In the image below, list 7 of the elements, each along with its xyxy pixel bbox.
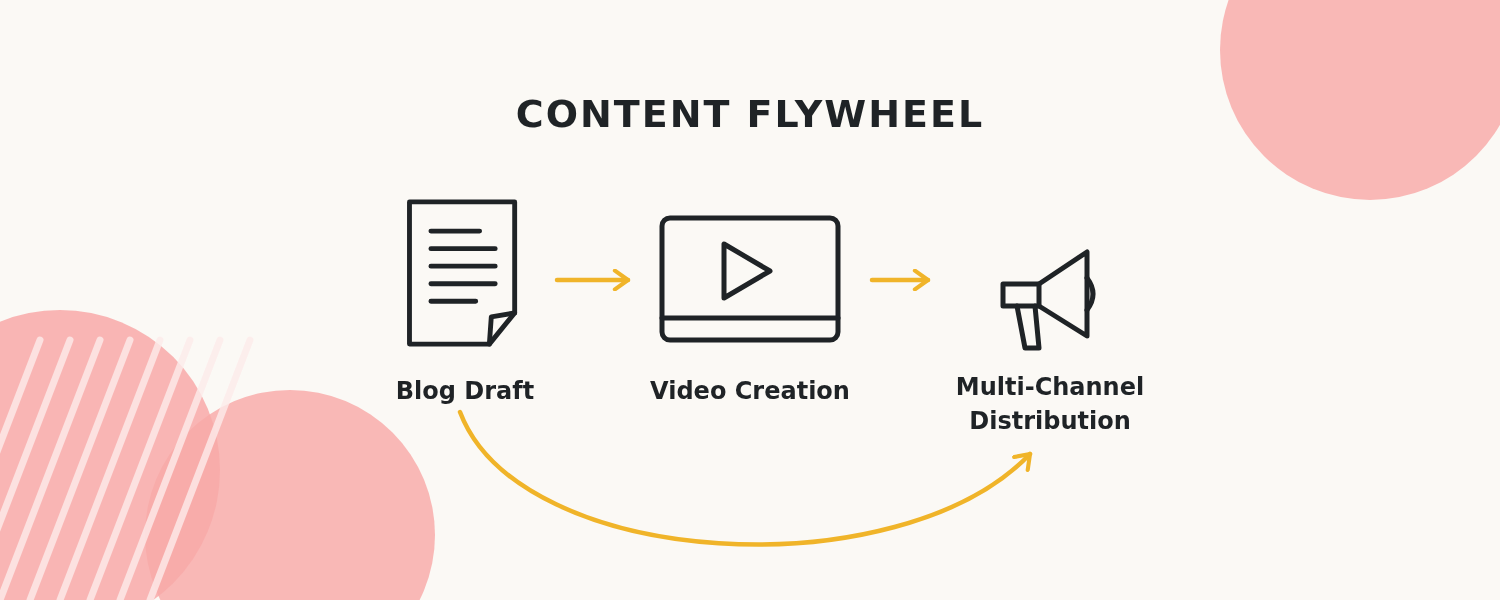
node-label: Video Creation [650,376,850,407]
node-label: Multi-Channel Distribution [954,372,1146,437]
arrow [869,268,931,292]
node-label: Blog Draft [395,376,535,407]
arrow [457,409,1033,547]
title: CONTENT FLYWHEEL [515,92,985,136]
arrow [554,268,631,292]
